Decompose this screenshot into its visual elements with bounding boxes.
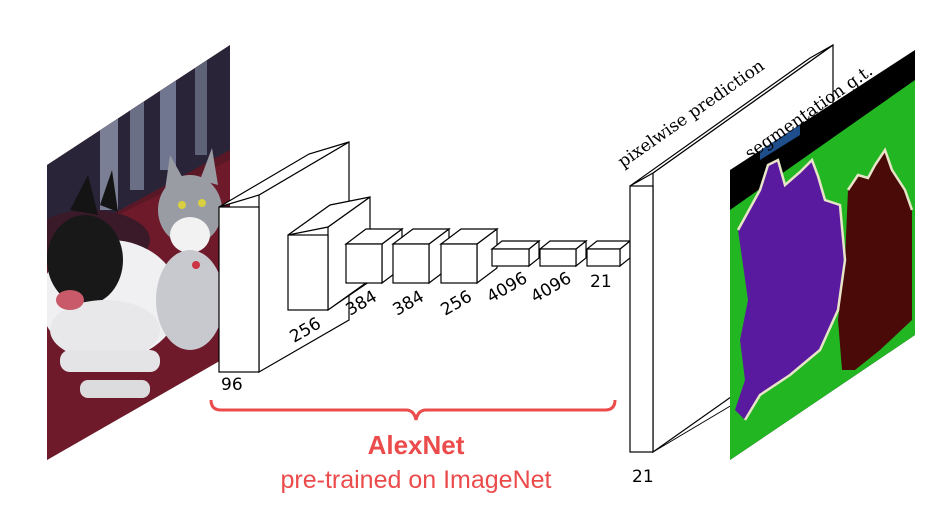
seg-legend-bar	[760, 122, 800, 160]
seg-dog-region	[735, 160, 845, 420]
layer-fc8: 21	[585, 239, 632, 292]
connector-line	[652, 404, 733, 453]
layer-conv4: 384	[390, 227, 451, 321]
seg-boundary	[736, 157, 847, 421]
layer-conv5: 256	[438, 227, 499, 321]
seg-cat-region	[838, 150, 912, 370]
layer-label-conv1: 96	[221, 375, 243, 395]
input-image	[47, 45, 230, 460]
layer-label-fc7: 4096	[528, 268, 575, 307]
output-label: 21	[632, 467, 654, 487]
layer-label-fc8: 21	[590, 272, 612, 292]
alexnet-bracket: AlexNet pre-trained on ImageNet	[209, 399, 617, 494]
seg-boundary	[846, 147, 914, 211]
bracket-subtitle: pre-trained on ImageNet	[281, 466, 552, 494]
layer-label-fc6: 4096	[484, 268, 531, 307]
layer-label-conv4: 384	[390, 287, 428, 321]
layer-label-conv5: 256	[438, 287, 476, 321]
bracket-line	[209, 399, 617, 421]
bracket-title: AlexNet	[368, 430, 465, 460]
